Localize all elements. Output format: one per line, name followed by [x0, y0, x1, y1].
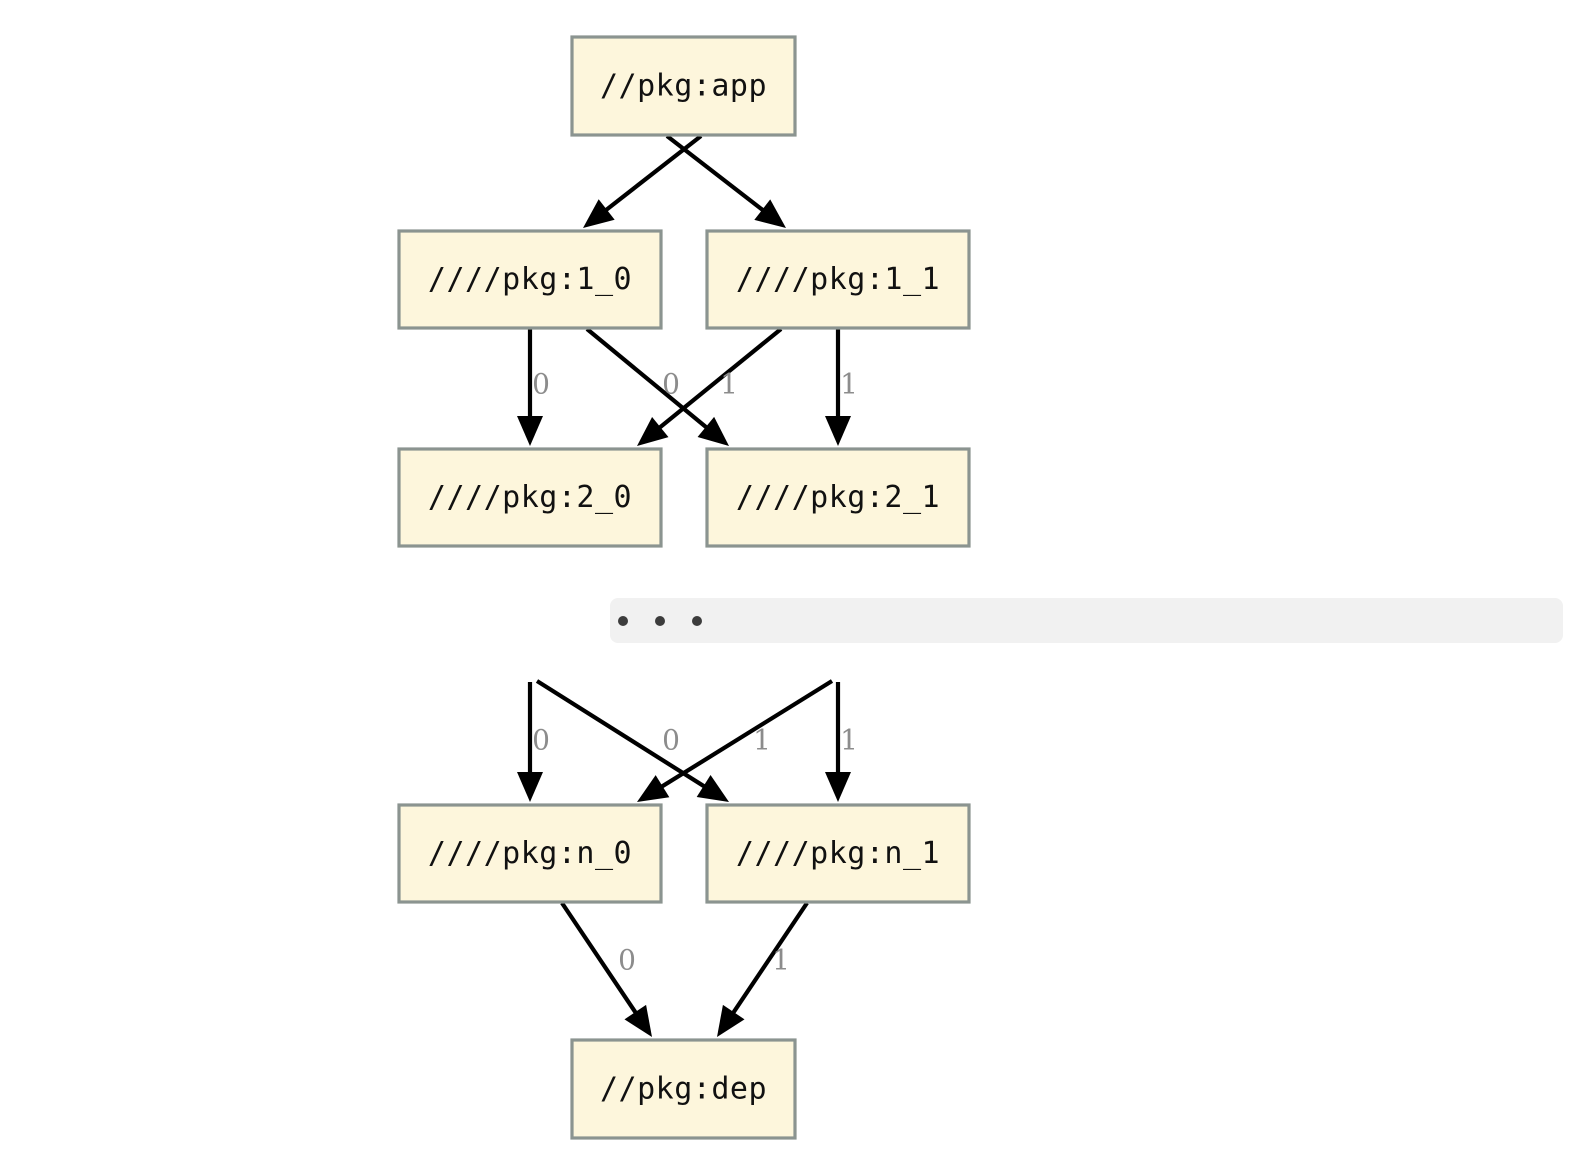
edge-arrowhead: [754, 199, 786, 228]
graph-node-app[interactable]: //pkg:app: [570, 35, 797, 137]
ellipsis-dot: [692, 616, 702, 626]
ellipsis-section: [610, 598, 1563, 643]
ellipsis-dot: [618, 616, 628, 626]
node-label: ////pkg:2_1: [736, 480, 940, 515]
edge-line: [585, 327, 712, 433]
node-label: ////pkg:2_0: [428, 480, 632, 515]
graph-edge: 0: [517, 682, 550, 802]
edge-arrowhead: [825, 772, 851, 802]
edge-line: [656, 679, 834, 792]
node-box[interactable]: [705, 803, 971, 904]
edge-label: 1: [772, 944, 790, 977]
graph-node-l2_0[interactable]: ////pkg:2_0: [397, 447, 663, 548]
edge-arrowhead: [517, 416, 543, 446]
edge-arrowhead: [696, 775, 729, 802]
edge-label: 1: [840, 724, 858, 757]
edge-line: [728, 901, 809, 1019]
graph-edge: 1: [637, 327, 783, 446]
node-box[interactable]: [705, 447, 971, 548]
node-label: ////pkg:n_1: [736, 836, 940, 871]
edge-arrowhead: [637, 775, 670, 802]
edge-arrowhead: [583, 199, 615, 228]
edge-arrowhead: [637, 416, 669, 446]
edge-line: [600, 134, 703, 215]
node-box[interactable]: [705, 229, 971, 330]
graph-edge: 0: [585, 327, 729, 446]
graph-edge: 0: [535, 679, 729, 802]
node-box[interactable]: [570, 1038, 797, 1140]
graph-node-dep[interactable]: //pkg:dep: [570, 1038, 797, 1140]
graph-edge: 1: [825, 682, 858, 802]
graph-edge: [665, 134, 786, 228]
node-label: ////pkg:1_0: [428, 262, 632, 297]
graph-edge: 1: [717, 901, 809, 1037]
edge-label: 1: [720, 368, 738, 401]
edge-line: [560, 901, 641, 1019]
node-box[interactable]: [397, 803, 663, 904]
edge-label: 1: [840, 368, 858, 401]
edges-layer: 0 0 1 1 0 0 1 1 0 1: [517, 134, 858, 1037]
node-label: //pkg:dep: [600, 1072, 767, 1107]
edge-label: 0: [532, 724, 550, 757]
graph-edge: 1: [825, 329, 858, 446]
graph-edge: 0: [560, 901, 652, 1037]
node-box[interactable]: [397, 229, 663, 330]
graph-node-l1_1[interactable]: ////pkg:1_1: [705, 229, 971, 330]
graph-node-ln_1[interactable]: ////pkg:n_1: [705, 803, 971, 904]
edge-label: 0: [662, 368, 680, 401]
edge-label: 1: [753, 724, 771, 757]
graph-node-l2_1[interactable]: ////pkg:2_1: [705, 447, 971, 548]
edge-arrowhead: [717, 1004, 745, 1037]
nodes-layer: //pkg:app ////pkg:1_0 ////pkg:1_1 ////pkg:2…: [397, 35, 971, 1140]
graph-node-l1_0[interactable]: ////pkg:1_0: [397, 229, 663, 330]
edge-label: 0: [532, 368, 550, 401]
graph-node-ln_0[interactable]: ////pkg:n_0: [397, 803, 663, 904]
edge-label: 0: [618, 944, 636, 977]
node-box[interactable]: [397, 447, 663, 548]
edge-arrowhead: [825, 416, 851, 446]
edge-label: 0: [662, 724, 680, 757]
node-label: //pkg:app: [600, 69, 767, 104]
edge-line: [654, 327, 783, 433]
edge-arrowhead: [697, 416, 729, 446]
node-box[interactable]: [570, 35, 797, 137]
ellipsis-dot: [655, 616, 665, 626]
graph-edge: 0: [517, 329, 550, 446]
edge-arrowhead: [517, 772, 543, 802]
ellipsis-band: [610, 598, 1563, 643]
edge-line: [535, 679, 710, 791]
node-label: ////pkg:n_0: [428, 836, 632, 871]
node-label: ////pkg:1_1: [736, 262, 940, 297]
edge-arrowhead: [624, 1004, 652, 1037]
edge-line: [665, 134, 769, 215]
graph-edge: 1: [637, 679, 834, 802]
